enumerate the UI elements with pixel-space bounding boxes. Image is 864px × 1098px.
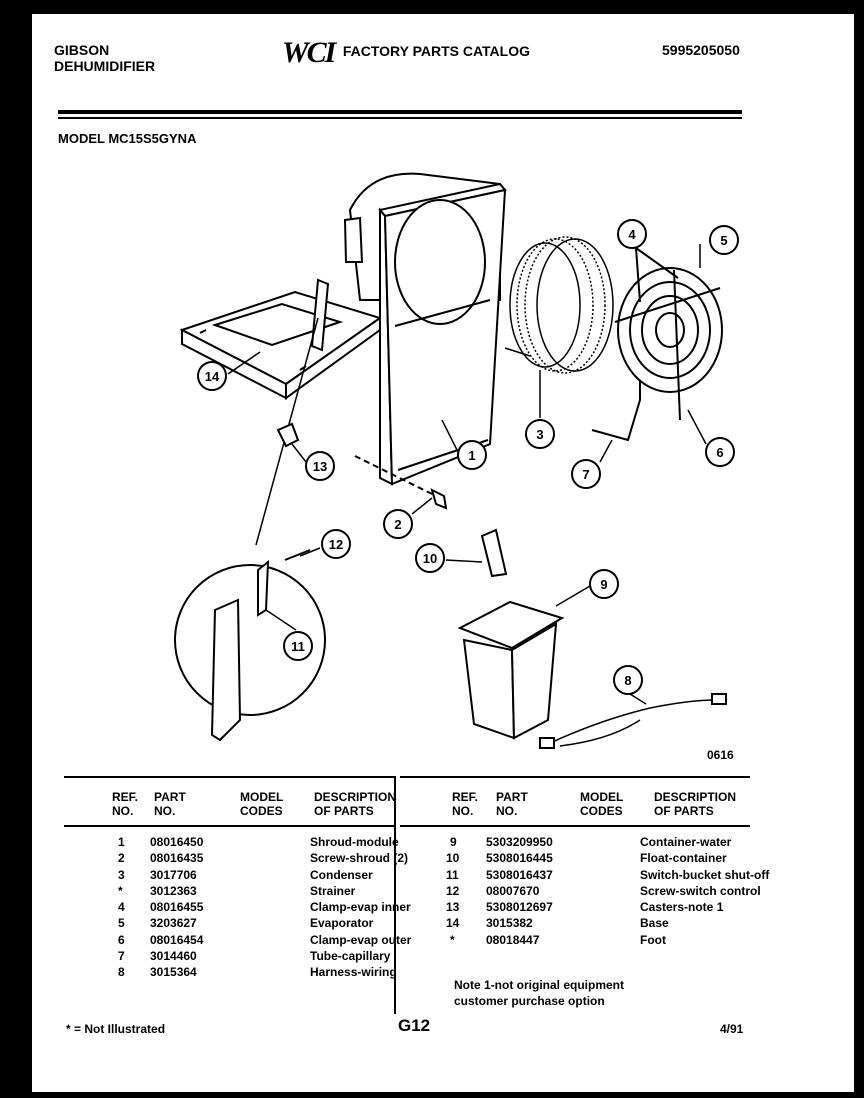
svg-text:2: 2: [394, 517, 401, 532]
table-header-rule: [400, 825, 750, 827]
callout-5: 5: [709, 225, 739, 255]
svg-text:5: 5: [720, 233, 727, 248]
catalog-header: WCI FACTORY PARTS CATALOG: [282, 36, 530, 70]
catalog-number: 5995205050: [662, 42, 740, 58]
col-ref-header: REF.NO.: [112, 790, 139, 818]
product-name: DEHUMIDIFIER: [54, 58, 156, 74]
model-number: MODEL MC15S5GYNA: [58, 131, 197, 146]
container-part-drawing: [457, 600, 565, 740]
catalog-title: FACTORY PARTS CATALOG: [342, 43, 531, 59]
callout-4: 4: [617, 219, 647, 249]
header-rule-thin: [58, 117, 742, 119]
svg-text:4: 4: [628, 227, 636, 242]
svg-text:7: 7: [582, 467, 589, 482]
callout-7: 7: [571, 459, 601, 489]
svg-text:1: 1: [468, 448, 475, 463]
page-number: G12: [398, 1016, 431, 1035]
svg-text:10: 10: [423, 551, 437, 566]
svg-text:13: 13: [313, 459, 327, 474]
figure-code: 0616: [707, 748, 734, 762]
svg-text:3: 3: [536, 427, 543, 442]
callout-2: 2: [383, 509, 413, 539]
callout-3: 3: [525, 419, 555, 449]
svg-text:12: 12: [329, 537, 343, 552]
svg-text:14: 14: [205, 369, 220, 384]
col-ref-header: REF.NO.: [452, 790, 479, 818]
callout-6: 6: [705, 437, 735, 467]
brand-block: GIBSON DEHUMIDIFIER: [54, 42, 155, 74]
wci-logo: WCI: [282, 36, 336, 69]
callout-11: 11: [283, 631, 313, 661]
condenser-part-drawing: [504, 236, 614, 374]
exploded-parts-drawing: 1 2 3 4 5 6 7 8 9 10 11 12 13 14: [174, 172, 739, 749]
note-line-1: Note 1-not original equipment: [454, 978, 624, 992]
callout-10: 10: [415, 543, 445, 573]
note-line-2: customer purchase option: [454, 994, 605, 1008]
revision-date: 4/91: [720, 1022, 744, 1036]
brand-name: GIBSON: [54, 42, 110, 58]
header-rule-thick: [58, 110, 742, 114]
not-illustrated-legend: * = Not Illustrated: [66, 1022, 166, 1036]
svg-text:6: 6: [716, 445, 723, 460]
svg-text:8: 8: [624, 673, 631, 688]
callout-12: 12: [321, 529, 351, 559]
table-header-rule: [64, 825, 394, 827]
callout-9: 9: [589, 569, 619, 599]
svg-text:9: 9: [600, 577, 607, 592]
evaporator-part-drawing: [614, 267, 723, 421]
shroud-part-drawing: [343, 172, 507, 486]
callout-8: 8: [613, 665, 643, 695]
svg-text:11: 11: [291, 639, 305, 654]
callout-1: 1: [457, 440, 487, 470]
callout-14: 14: [197, 361, 227, 391]
callout-13: 13: [305, 451, 335, 481]
